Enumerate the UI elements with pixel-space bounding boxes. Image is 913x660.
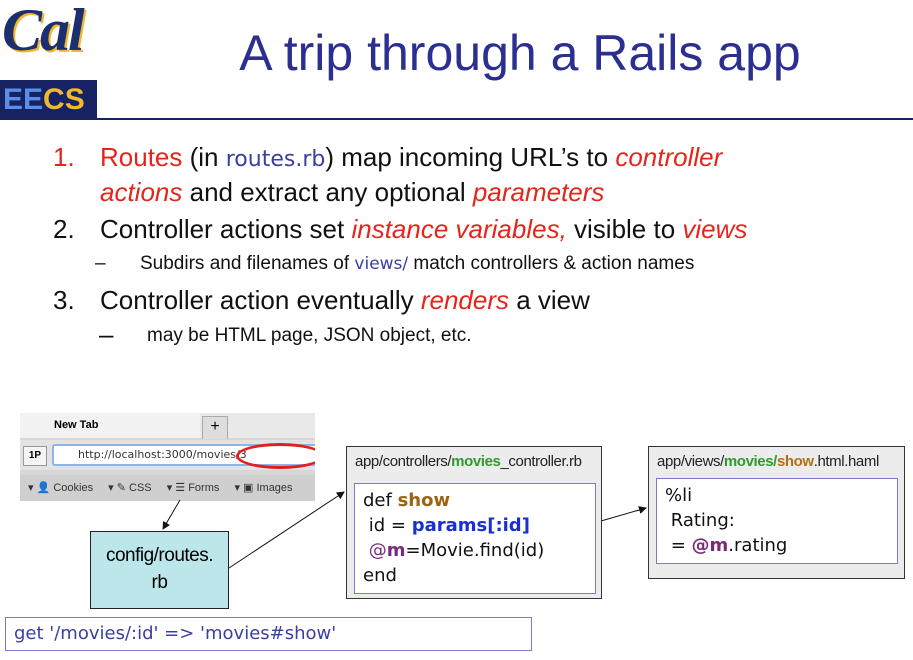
text: (in	[182, 142, 226, 172]
browser-screenshot: New Tab + 1P http://localhost:3000/movie…	[20, 413, 315, 501]
tab-new-tab[interactable]: New Tab	[20, 413, 200, 438]
arrow-browser-to-routes	[162, 499, 181, 530]
p: movies	[451, 453, 501, 470]
label: Forms	[188, 482, 220, 494]
p: _controller.rb	[500, 453, 582, 470]
c: params[:id]	[411, 515, 530, 536]
routes-word: Routes	[100, 142, 183, 172]
text: Controller actions set	[100, 214, 352, 244]
c: Rating:	[665, 510, 735, 531]
item-number: 1.	[53, 142, 75, 172]
c: %li	[665, 485, 693, 506]
p: app/controllers/	[355, 453, 452, 470]
p: .html.haml	[813, 453, 880, 470]
c: =	[665, 535, 692, 556]
dash: –	[95, 253, 106, 274]
cal-logo: Cal	[2, 0, 85, 63]
list-item-2: 2. Controller actions set instance variab…	[53, 213, 900, 246]
c: show	[397, 490, 451, 511]
label: Images	[256, 482, 293, 494]
p: app/views/	[657, 453, 724, 470]
text: Controller action eventually	[100, 285, 421, 315]
text: Subdirs and filenames of	[140, 253, 355, 274]
sub-item-3: – may be HTML page, JSON object, etc.	[99, 319, 907, 349]
c: =Movie.find(id)	[405, 540, 545, 561]
c: @m	[691, 535, 729, 556]
text: and extract any optional	[182, 177, 473, 207]
route-definition: get '/movies/:id' => 'movies#show'	[5, 617, 532, 651]
slide-title: A trip through a Rails app	[239, 25, 801, 81]
term: controller	[615, 142, 723, 172]
tab-bar: New Tab +	[20, 413, 315, 439]
eecs-logo: EECS	[0, 80, 97, 120]
item-number: 3.	[53, 285, 75, 315]
routes-file-box: config/routes. rb	[90, 531, 229, 609]
controller-code: def show id = params[:id] @m=Movie.find(…	[354, 483, 596, 594]
url-host: http://localhost:3000	[78, 448, 193, 461]
text: a view	[509, 285, 590, 315]
controller-path: app/controllers/movies_controller.rb	[355, 453, 582, 470]
list-item-1: 1. Routes (in routes.rb) map incoming URL…	[53, 141, 900, 209]
cookies-menu[interactable]: ▾ 👤 Cookies	[28, 482, 94, 494]
new-tab-button[interactable]: +	[202, 416, 228, 439]
term: views	[682, 214, 748, 244]
text: match controllers & action names	[408, 253, 695, 274]
view-code: %li Rating: = @m.rating	[656, 478, 898, 564]
p: movies/	[723, 453, 777, 470]
view-panel: app/views/movies/show.html.haml %li Rati…	[648, 446, 905, 579]
c: @	[363, 540, 387, 561]
url-path: /movies/3	[192, 448, 247, 461]
c: end	[363, 565, 397, 586]
routes-line2: rb	[151, 572, 168, 593]
label: Cookies	[53, 482, 94, 494]
view-path: app/views/movies/show.html.haml	[657, 453, 879, 470]
url-input[interactable]: http://localhost:3000/movies/3	[52, 443, 315, 469]
routes-line1: config/routes.	[105, 545, 214, 566]
text: may be HTML page, JSON object, etc.	[147, 325, 472, 346]
routes-file: routes.rb	[225, 147, 326, 172]
webdev-toolbar: ▾ 👤 Cookies ▾ ✎ CSS ▾ ☰ Forms ▾ ▣ Images	[20, 475, 315, 501]
c: .rating	[728, 535, 788, 556]
text: visible to	[566, 214, 683, 244]
images-menu[interactable]: ▾ ▣ Images	[234, 482, 293, 494]
forms-menu[interactable]: ▾ ☰ Forms	[166, 482, 220, 494]
dash: –	[99, 319, 114, 349]
c: m	[386, 540, 406, 561]
views-dir: views/	[354, 254, 409, 274]
arrow-controller-to-view	[600, 506, 647, 522]
address-bar: 1P http://localhost:3000/movies/3	[20, 440, 315, 470]
list-item-3: 3. Controller action eventually renders a…	[53, 284, 900, 317]
p: show	[776, 453, 814, 470]
term: instance variables,	[351, 214, 567, 244]
c: def	[363, 490, 398, 511]
logo-ee: EE	[3, 83, 44, 116]
term: renders	[420, 285, 509, 315]
logo-cs: CS	[43, 83, 85, 116]
highlight-ellipse	[236, 443, 315, 469]
controller-panel: app/controllers/movies_controller.rb def…	[346, 446, 602, 599]
term: actions	[100, 177, 183, 207]
1password-button[interactable]: 1P	[23, 446, 47, 466]
term: parameters	[472, 177, 605, 207]
header-rule	[97, 118, 913, 120]
sub-item-2: – Subdirs and filenames of views/ match c…	[95, 253, 900, 275]
text: ) map incoming URL’s to	[325, 142, 616, 172]
item-number: 2.	[53, 214, 75, 244]
label: CSS	[129, 482, 152, 494]
arrow-routes-to-controller	[228, 491, 345, 569]
c: id =	[363, 515, 412, 536]
css-menu[interactable]: ▾ ✎ CSS	[108, 482, 152, 494]
